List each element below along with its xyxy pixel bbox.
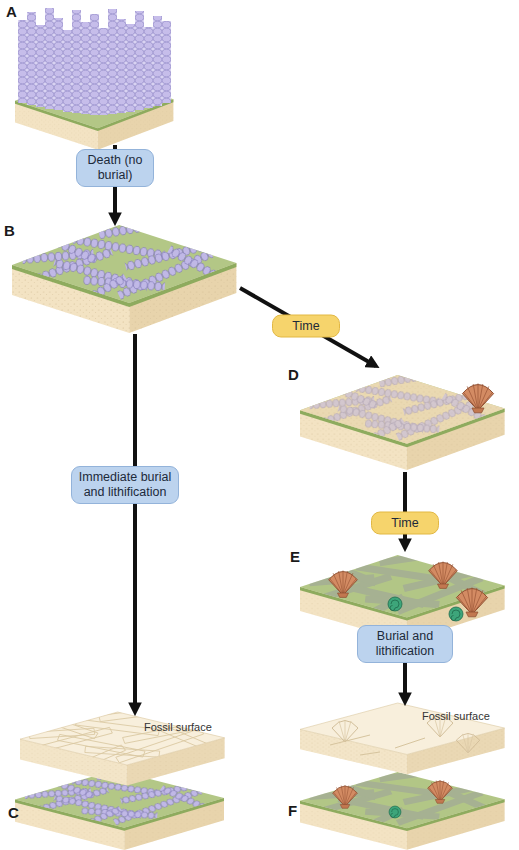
surface-label: Fossil surface	[144, 721, 212, 733]
flow-arrow	[240, 288, 376, 366]
panel-b-art	[12, 220, 236, 333]
panel-letter: E	[290, 548, 300, 565]
panel-letter: C	[8, 804, 19, 821]
panel: F Fossil surface	[288, 702, 510, 850]
panel: A	[6, 3, 178, 145]
microbial-columns	[18, 8, 171, 115]
step-label: Death (no burial)	[76, 149, 154, 187]
panel-d-art	[300, 370, 505, 470]
flow-arrow	[403, 472, 407, 548]
panel-letter: A	[6, 3, 17, 20]
step-label: Time	[371, 512, 439, 535]
panel-letter: D	[288, 366, 299, 383]
panel-letter: F	[288, 802, 297, 819]
panel-f-art	[300, 703, 505, 850]
panel-c-art	[15, 708, 225, 849]
panel: D	[288, 366, 510, 472]
surface-label: Fossil surface	[422, 710, 490, 722]
flow-arrow	[133, 334, 137, 712]
panel-a-art	[15, 8, 173, 150]
panel: B	[4, 222, 240, 334]
panel-letter: B	[4, 222, 15, 239]
step-label: Burial and lithification	[357, 625, 453, 663]
panel: C Fossil surface	[8, 712, 232, 850]
step-label: Immediate burial and lithification	[71, 466, 179, 504]
step-label: Time	[272, 315, 340, 338]
